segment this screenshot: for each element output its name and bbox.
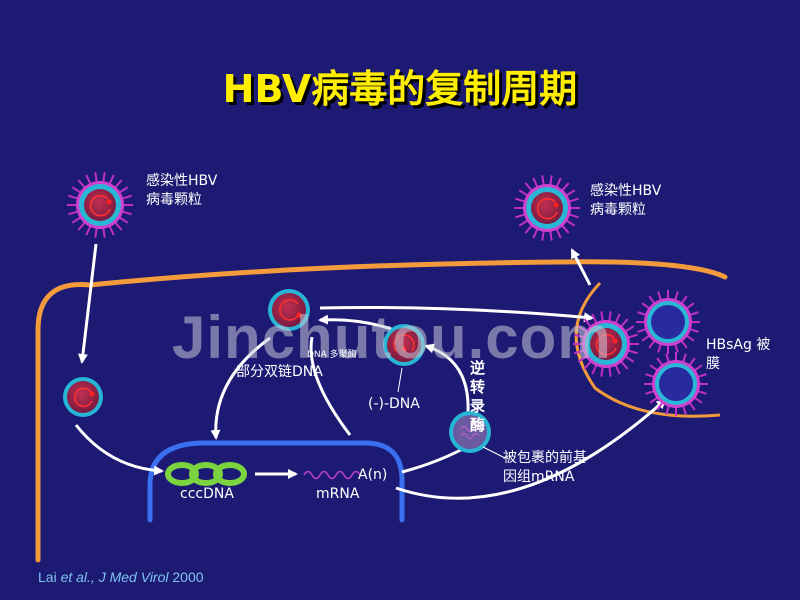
er-compartment <box>574 281 721 418</box>
label-hbsag-line2: 膜 <box>706 356 720 372</box>
label-pregenome-line2: 因组mRNA <box>503 469 575 485</box>
nucleocapsid-cytoplasm-icon <box>63 377 103 417</box>
virion-budding-icon <box>573 311 639 377</box>
citation-year: 2000 <box>168 569 204 585</box>
citation-etal: et al., <box>56 569 95 585</box>
label-reverse-transcriptase: 逆转录酶 <box>470 359 486 434</box>
slide-title: HBV病毒的复制周期 <box>222 67 578 111</box>
label-mrna: mRNA <box>316 486 360 502</box>
minus-dna-capsid-icon <box>383 324 425 366</box>
hbsag-particle-icon <box>636 290 700 354</box>
citation-journal: J Med Virol <box>94 569 169 585</box>
pregenome-pointer <box>482 446 506 459</box>
cell-membrane <box>35 259 728 563</box>
secreted-virion-icon <box>514 175 580 241</box>
infectious-virion-icon <box>67 172 133 238</box>
nuclear-membrane <box>147 440 405 523</box>
plus-strand-synthesis-arrow <box>318 314 395 332</box>
to-envelope-arrow <box>319 305 594 323</box>
encapsidated-pregenome-icon <box>449 411 491 453</box>
label-cccdna: cccDNA <box>180 486 234 502</box>
hbsag-particle-icon <box>644 352 708 416</box>
recycling-arrow-2 <box>309 336 352 436</box>
label-infectious-virion-line1: 感染性HBV <box>146 173 218 189</box>
label-secreted-virion-line2: 病毒颗粒 <box>590 202 646 218</box>
partial-dsdna-capsid-icon <box>268 289 310 331</box>
nuclear-import-arrow <box>74 424 164 476</box>
label-minus-dna: (-)-DNA <box>368 396 420 412</box>
secretion-arrow <box>570 248 592 286</box>
label-pregenome-line1: 被包裹的前基 <box>503 450 587 466</box>
citation: Lai et al., J Med Virol 2000 <box>38 569 204 585</box>
watermark: Jinchutou.com <box>172 304 612 371</box>
mrna-icon <box>303 470 361 480</box>
recycling-arrow <box>210 336 271 440</box>
label-dna-polymerase: DNA 多聚酶 <box>307 350 357 360</box>
label-partial-dsdna: 部分双链DNA <box>236 364 323 380</box>
label-poly-a: A(n) <box>358 467 388 483</box>
label-infectious-virion-line2: 病毒颗粒 <box>146 192 202 208</box>
label-secreted-virion-line1: 感染性HBV <box>590 183 662 199</box>
minus-dna-pointer <box>397 367 403 393</box>
surface-protein-arrow <box>395 398 667 500</box>
citation-authors: Lai <box>38 569 57 585</box>
entry-arrow <box>77 243 98 364</box>
reverse-transcription-arrow <box>424 343 470 413</box>
cccdna-icon <box>165 462 247 486</box>
label-hbsag-line1: HBsAg 被 <box>706 337 771 353</box>
